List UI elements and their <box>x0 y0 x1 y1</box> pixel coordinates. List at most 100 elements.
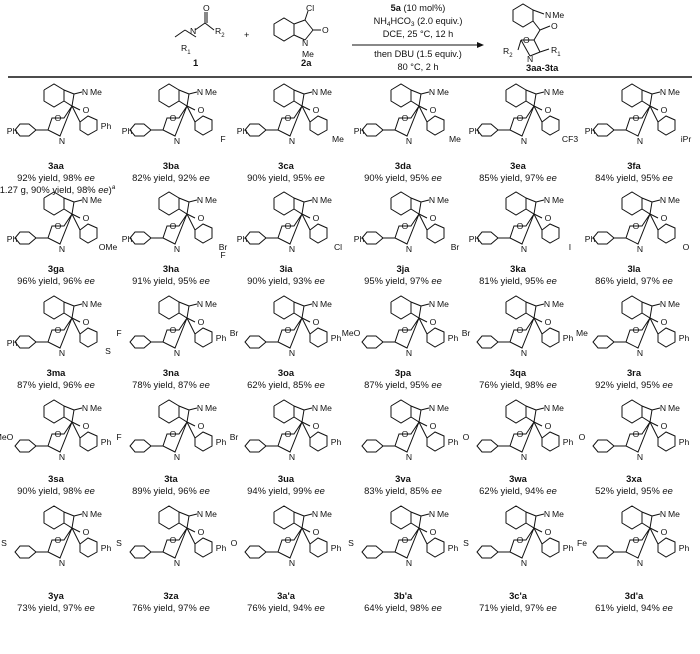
substituent-r2: Ph <box>585 126 596 136</box>
atom-o-ring: O <box>285 429 292 439</box>
ee-text: ee <box>431 172 441 183</box>
compound-id: 3ha <box>163 263 180 274</box>
structure-bonds <box>244 191 328 245</box>
condition-1: 5a (10 mol%) <box>391 3 446 13</box>
substituent-r1: Ph <box>679 543 690 553</box>
atom-o-carbonyl: O <box>430 421 437 431</box>
compound-id: 3ya <box>48 590 64 601</box>
yield-text: 87% yield, 96% <box>17 379 84 390</box>
atom-me: Me <box>90 299 102 309</box>
structure-bonds <box>361 505 445 559</box>
reactant1-o: O <box>203 3 210 13</box>
substituent-group: O <box>231 538 238 548</box>
reactant2-cl: Cl <box>306 3 314 13</box>
structure-bonds <box>361 191 445 245</box>
yield-ee: 81% yield, 95% ee <box>479 275 557 286</box>
atom-o-carbonyl: O <box>661 527 668 537</box>
substituent-group: Br <box>219 242 228 252</box>
atom-o-carbonyl: O <box>313 105 320 115</box>
atom-o-carbonyl: O <box>545 213 552 223</box>
yield-ee: 95% yield, 97% ee <box>364 275 442 286</box>
atom-n: N <box>197 403 203 413</box>
structure-bonds <box>14 505 98 559</box>
atom-n-ring: N <box>406 244 412 254</box>
yield-text: 94% yield, 99% <box>247 485 314 496</box>
atom-n-ring: N <box>59 244 65 254</box>
atom-o-carbonyl: O <box>198 317 205 327</box>
substituent-r1: Ph <box>563 437 574 447</box>
atom-me: Me <box>320 403 332 413</box>
atom-n-ring: N <box>289 348 295 358</box>
substituent-group: F <box>220 134 225 144</box>
atom-me: Me <box>552 195 564 205</box>
structure-bonds <box>592 399 676 453</box>
yield-text: 52% yield, 95% <box>595 485 662 496</box>
yield-text: 62% yield, 85% <box>247 379 314 390</box>
atom-me: Me <box>205 195 217 205</box>
atom-n: N <box>82 403 88 413</box>
yield-ee: 73% yield, 97% ee <box>17 602 95 613</box>
atom-o-carbonyl: O <box>430 317 437 327</box>
product-general <box>512 3 551 57</box>
structure-bonds <box>361 295 445 349</box>
atom-o-ring: O <box>170 221 177 231</box>
substituent-group: iPr <box>681 134 692 144</box>
product-r1: R1 <box>551 45 561 58</box>
atom-me: Me <box>552 403 564 413</box>
yield-ee: 71% yield, 97% ee <box>479 602 557 613</box>
substituent-r1: Ph <box>101 121 112 131</box>
substituent-r2: Ph <box>7 126 18 136</box>
condition-3: DCE, 25 °C, 12 h <box>383 29 454 39</box>
atom-o-ring: O <box>517 429 524 439</box>
yield-ee: 87% yield, 96% ee <box>17 379 95 390</box>
yield-ee: 76% yield, 98% ee <box>479 379 557 390</box>
atom-o-ring: O <box>517 535 524 545</box>
atom-o-ring: O <box>55 535 62 545</box>
reactant-1 <box>174 12 215 38</box>
yield-ee: 91% yield, 95% ee <box>132 275 210 286</box>
structure-bonds <box>476 83 560 137</box>
yield-ee: 78% yield, 87% ee <box>132 379 210 390</box>
atom-n-ring: N <box>521 136 527 146</box>
atom-n: N <box>544 509 550 519</box>
yield-text: 92% yield, 95% <box>595 379 662 390</box>
atom-o-ring: O <box>633 113 640 123</box>
yield-ee: 52% yield, 95% ee <box>595 485 673 496</box>
yield-text: 86% yield, 97% <box>595 275 662 286</box>
substituent-group: O <box>579 432 586 442</box>
substituent-group: Br <box>451 242 460 252</box>
compound-id: 3ia <box>279 263 293 274</box>
atom-n: N <box>544 87 550 97</box>
reaction-header: R1 N O R2 1 + Cl O N Me 2a 5a (10 mol%) … <box>8 3 692 78</box>
compound-id: 3aa <box>48 160 64 171</box>
atom-n-ring: N <box>521 452 527 462</box>
atom-o-ring: O <box>55 429 62 439</box>
atom-o-ring: O <box>402 221 409 231</box>
atom-n-ring: N <box>174 244 180 254</box>
ee-text: ee <box>199 275 209 286</box>
scale-up-note: (1.27 g, 90% yield, 98% ee)a <box>0 184 116 195</box>
ee-text: ee <box>431 602 441 613</box>
substituent-group: Me <box>332 134 344 144</box>
yield-text: 90% yield, 95% <box>364 172 431 183</box>
atom-n-ring: N <box>406 348 412 358</box>
yield-text: 90% yield, 95% <box>247 172 314 183</box>
compound-id: 3ma <box>47 367 67 378</box>
structure-bonds <box>592 191 676 245</box>
atom-n: N <box>312 403 318 413</box>
atom-me: Me <box>437 299 449 309</box>
ee-text: ee <box>84 602 94 613</box>
atom-n: N <box>544 299 550 309</box>
reactant2-n: N <box>302 38 308 48</box>
atom-n: N <box>660 509 666 519</box>
atom-n-ring: N <box>174 348 180 358</box>
structure-bonds <box>592 505 676 559</box>
substituent-group: Br <box>230 328 239 338</box>
substituent-r1: Ph <box>448 333 459 343</box>
compound-id: 3a'a <box>277 590 296 601</box>
